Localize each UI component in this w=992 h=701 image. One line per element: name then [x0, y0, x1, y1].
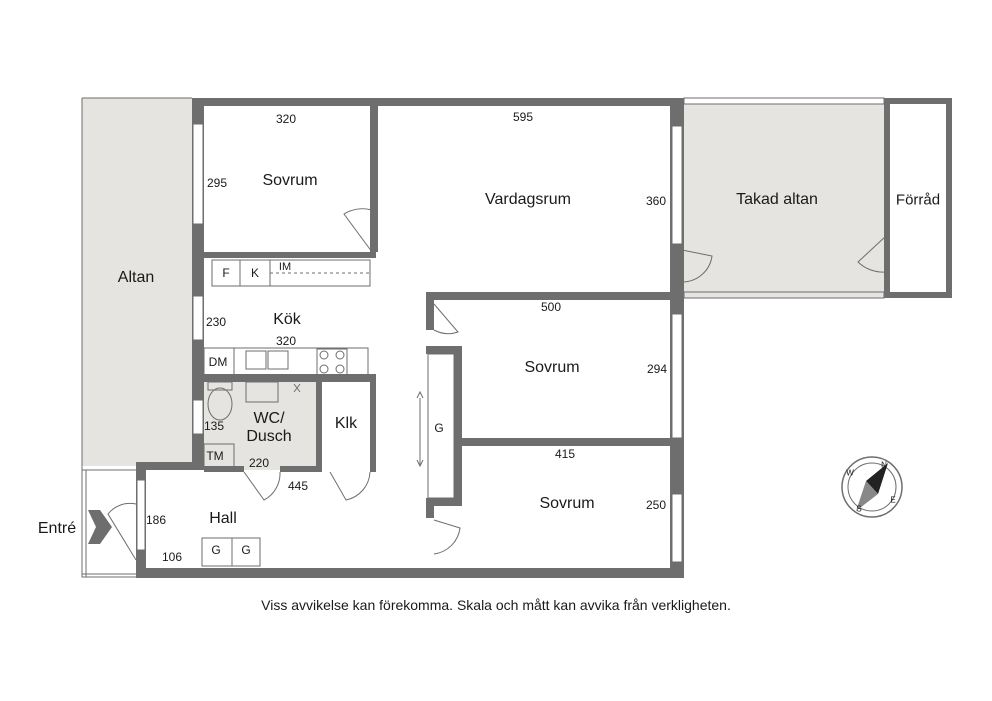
room-label-altan: Altan — [117, 269, 155, 286]
interior-walls — [204, 106, 670, 518]
altan-area — [82, 98, 192, 466]
windows — [136, 123, 683, 563]
dim-vardagsrum-h: 360 — [645, 194, 667, 208]
room-label-sovrum-top: Sovrum — [262, 172, 318, 189]
room-label-hall: Hall — [209, 510, 237, 527]
kitchen-counters — [203, 259, 371, 377]
room-label-takad-altan: Takad altan — [736, 191, 818, 208]
altan-outline — [81, 97, 192, 578]
dim-sovrum-mid-w: 500 — [540, 300, 562, 314]
dim-wc-h: 135 — [203, 419, 225, 433]
fixture-label-hall-g-2: G — [241, 543, 251, 557]
compass-s: S — [856, 504, 862, 514]
dim-sovrum-bottom-w: 415 — [554, 447, 576, 461]
compass-w: W — [846, 468, 854, 478]
room-label-sovrum-mid: Sovrum — [524, 359, 580, 376]
dim-sovrum-mid-h: 294 — [646, 362, 668, 376]
room-label-sovrum-bottom: Sovrum — [539, 495, 595, 512]
doors — [107, 208, 887, 561]
takad-altan-area — [684, 104, 886, 298]
entre-porch — [82, 469, 136, 577]
room-label-wc-1: WC/ — [253, 410, 285, 427]
dim-hall-small: 106 — [161, 550, 183, 564]
entrance-arrow-icon — [88, 510, 112, 544]
dim-sovrum-top-h: 295 — [206, 176, 228, 190]
dim-kok-w: 320 — [275, 334, 297, 348]
room-label-kok: Kök — [273, 311, 301, 328]
room-label-klk: Klk — [334, 415, 358, 432]
dim-hall-h: 186 — [145, 513, 167, 527]
room-label-vardagsrum: Vardagsrum — [485, 191, 571, 208]
compass-n: N — [881, 460, 887, 470]
dim-wc-w: 220 — [248, 456, 270, 470]
dim-hall-w: 445 — [287, 479, 309, 493]
dim-sovrum-top-w: 320 — [275, 112, 297, 126]
fixture-label-hall-g-1: G — [211, 543, 221, 557]
room-label-wc-2: Dusch — [246, 428, 292, 445]
fixture-label-im: IM — [278, 261, 292, 273]
fixture-label-tm: TM — [206, 449, 224, 463]
room-label-forrad: Förråd — [895, 191, 941, 209]
disclaimer: Viss avvikelse kan förekomma. Skala och … — [261, 597, 731, 613]
dim-sovrum-bottom-h: 250 — [645, 498, 667, 512]
bathroom-fixtures — [203, 381, 301, 469]
wc-floor — [204, 380, 316, 470]
room-label-entre: Entré — [37, 520, 77, 537]
dim-kok-h: 230 — [205, 315, 227, 329]
wardrobes — [201, 353, 455, 567]
fixture-label-k: K — [250, 266, 260, 280]
dim-vardagsrum-w: 595 — [512, 110, 534, 124]
compass-icon — [841, 456, 903, 518]
compass-e: E — [890, 495, 896, 505]
fixture-label-f: F — [222, 266, 230, 280]
fixture-label-dm: DM — [208, 355, 228, 369]
fixture-label-wardrobe-g: G — [434, 421, 444, 435]
